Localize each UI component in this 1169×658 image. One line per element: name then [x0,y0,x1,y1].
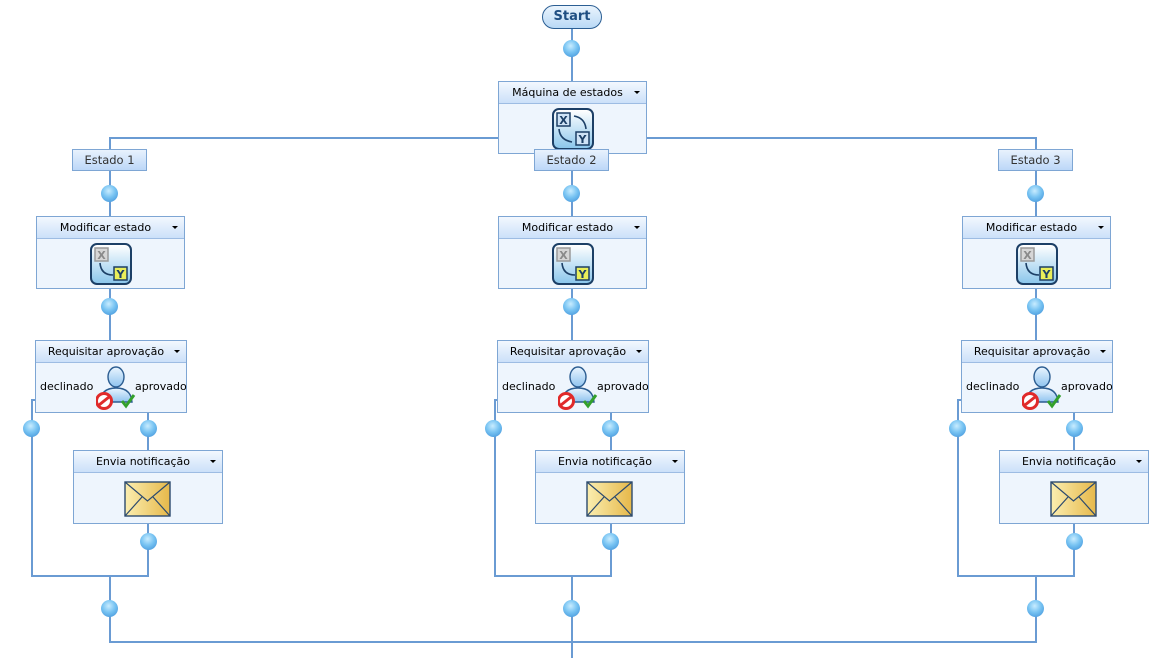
approved-outcome-label: aprovado [135,380,187,393]
connector-dot[interactable] [101,298,118,315]
activity-header[interactable]: Requisitar aprovação [498,341,648,363]
approval-person-icon [558,366,598,410]
connector-dot[interactable] [140,533,157,550]
activity-header[interactable]: Envia notificação [536,451,684,473]
activity-header[interactable]: Requisitar aprovação [36,341,186,363]
connector-dot[interactable] [1027,600,1044,617]
request-approval-activity[interactable]: Requisitar aprovação declinado aprovado [497,340,649,413]
state-label[interactable]: Estado 2 [534,149,609,171]
envelope-icon [586,481,633,517]
dropdown-arrow-icon[interactable] [672,460,678,463]
connector-dot[interactable] [1027,185,1044,202]
activity-header[interactable]: Modificar estado [963,217,1110,239]
dropdown-arrow-icon[interactable] [636,350,642,353]
activity-header[interactable]: Modificar estado [499,217,646,239]
state-machine-activity[interactable]: Máquina de estados X Y [498,81,647,154]
activity-title: Modificar estado [985,221,1078,234]
svg-text:X: X [1023,249,1032,262]
set-state-icon: X Y [90,243,132,285]
svg-text:Y: Y [1042,268,1052,281]
activity-title: Requisitar aprovação [509,345,627,358]
dropdown-arrow-icon[interactable] [172,226,178,229]
request-approval-activity[interactable]: Requisitar aprovação declinado aprovado [35,340,187,413]
dropdown-arrow-icon[interactable] [1100,350,1106,353]
svg-text:X: X [97,249,106,262]
state-label[interactable]: Estado 1 [72,149,147,171]
activity-title: Requisitar aprovação [47,345,165,358]
activity-title: Modificar estado [59,221,152,234]
connector-dot[interactable] [602,533,619,550]
modify-state-activity[interactable]: Modificar estado X Y [498,216,647,289]
activity-title: Requisitar aprovação [973,345,1091,358]
activity-title: Modificar estado [521,221,614,234]
modify-state-activity[interactable]: Modificar estado X Y [962,216,1111,289]
dropdown-arrow-icon[interactable] [1098,226,1104,229]
dropdown-arrow-icon[interactable] [1136,460,1142,463]
approval-person-icon [1022,366,1062,410]
connector-dot[interactable] [563,600,580,617]
declined-connector-dot[interactable] [485,420,502,437]
connector-dot[interactable] [101,600,118,617]
svg-text:Y: Y [578,268,588,281]
activity-title: Envia notificação [557,455,653,468]
envelope-icon [1050,481,1097,517]
approved-connector-dot[interactable] [1066,420,1083,437]
svg-text:X: X [559,114,568,127]
declined-connector-dot[interactable] [23,420,40,437]
activity-header[interactable]: Envia notificação [74,451,222,473]
dropdown-arrow-icon[interactable] [210,460,216,463]
envelope-icon [124,481,171,517]
approved-connector-dot[interactable] [140,420,157,437]
activity-title: Envia notificação [1021,455,1117,468]
connector-dot[interactable] [563,40,580,57]
approval-person-icon [96,366,136,410]
start-node[interactable]: Start [542,5,602,29]
declined-outcome-label: declinado [502,380,556,393]
connector-dot[interactable] [1027,298,1044,315]
state-machine-header[interactable]: Máquina de estados [499,82,646,104]
approved-outcome-label: aprovado [1061,380,1113,393]
declined-outcome-label: declinado [966,380,1020,393]
state-label[interactable]: Estado 3 [998,149,1073,171]
dropdown-arrow-icon[interactable] [634,226,640,229]
send-notification-activity[interactable]: Envia notificação [999,450,1149,524]
modify-state-activity[interactable]: Modificar estado X Y [36,216,185,289]
state-machine-icon: X Y [552,108,594,150]
activity-header[interactable]: Modificar estado [37,217,184,239]
activity-title: Envia notificação [95,455,191,468]
connector-dot[interactable] [101,185,118,202]
declined-connector-dot[interactable] [949,420,966,437]
svg-text:Y: Y [116,268,126,281]
state-machine-title: Máquina de estados [512,86,623,99]
send-notification-activity[interactable]: Envia notificação [73,450,223,524]
request-approval-activity[interactable]: Requisitar aprovação declinado aprovado [961,340,1113,413]
send-notification-activity[interactable]: Envia notificação [535,450,685,524]
declined-outcome-label: declinado [40,380,94,393]
connector-dot[interactable] [563,185,580,202]
activity-header[interactable]: Requisitar aprovação [962,341,1112,363]
dropdown-arrow-icon[interactable] [174,350,180,353]
connector-dot[interactable] [1066,533,1083,550]
activity-header[interactable]: Envia notificação [1000,451,1148,473]
set-state-icon: X Y [1016,243,1058,285]
connector-dot[interactable] [563,298,580,315]
set-state-icon: X Y [552,243,594,285]
dropdown-arrow-icon[interactable] [634,91,640,94]
approved-connector-dot[interactable] [602,420,619,437]
svg-text:X: X [559,249,568,262]
approved-outcome-label: aprovado [597,380,649,393]
svg-text:Y: Y [578,133,588,146]
